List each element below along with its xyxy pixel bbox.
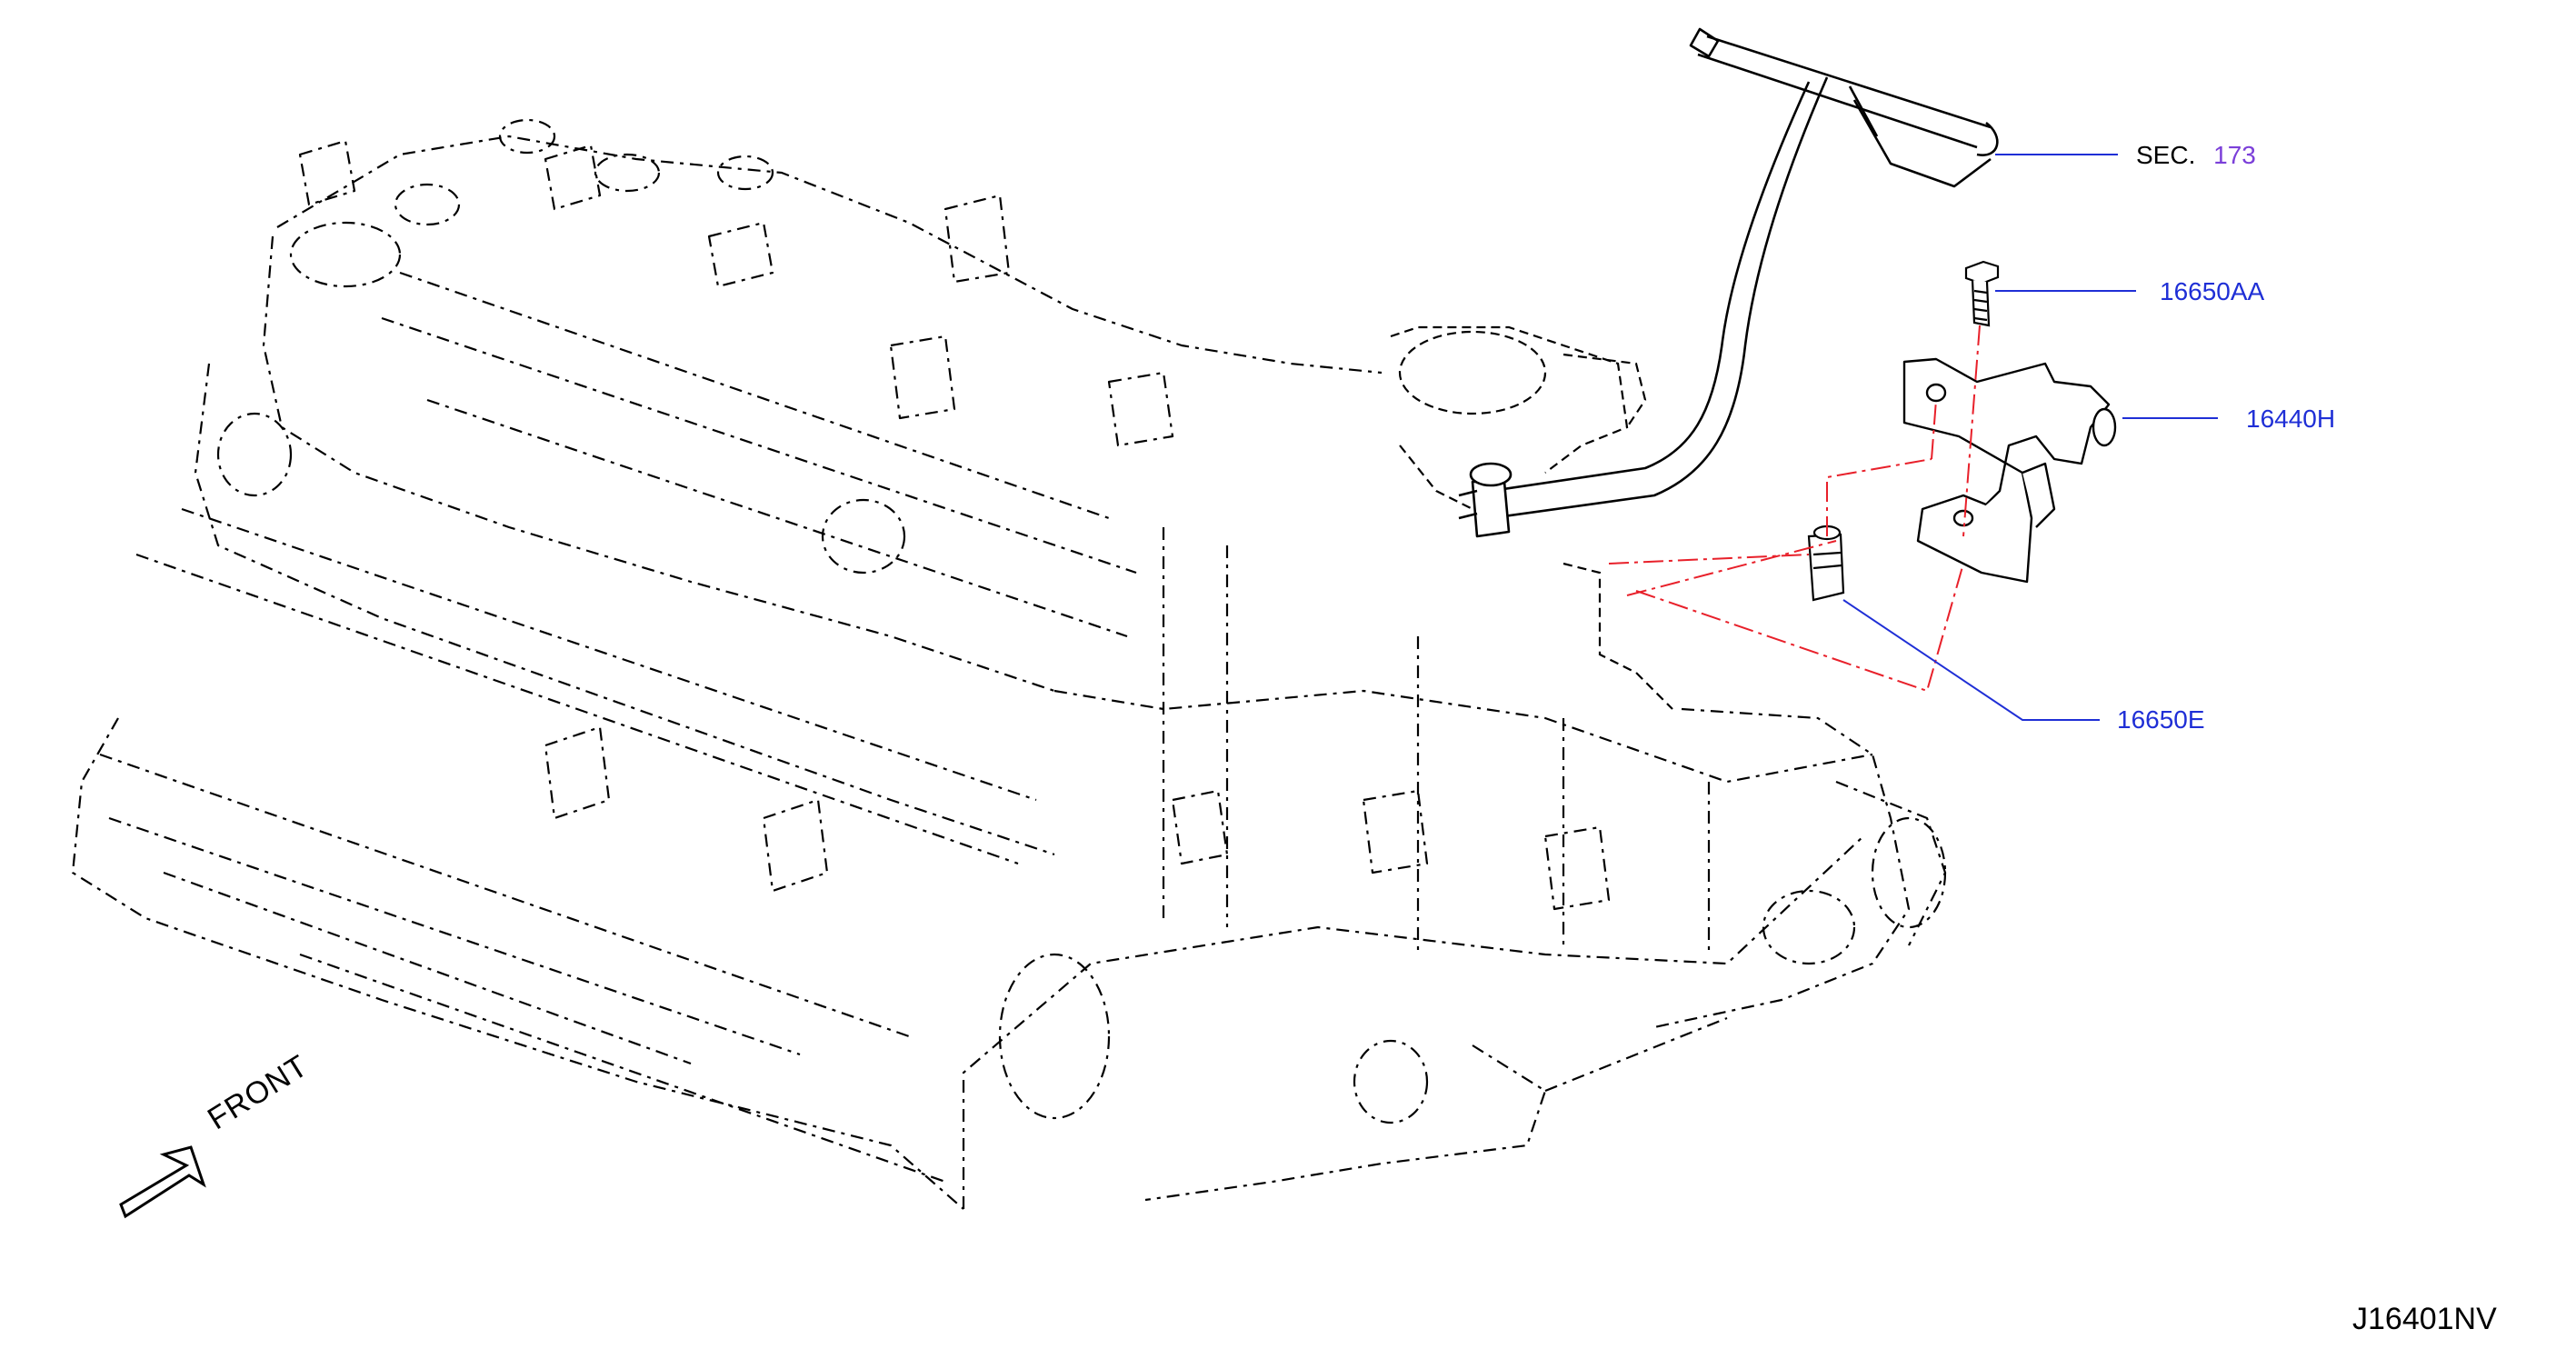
part-label-16440H[interactable]: 16440H xyxy=(2246,405,2336,433)
part-label-16650AA[interactable]: 16650AA xyxy=(2160,277,2265,305)
fuel-tube xyxy=(1458,27,1999,538)
diagram-code: J16401NV xyxy=(2352,1302,2497,1336)
assembly-chain-lines xyxy=(1608,325,1981,693)
part-label-16650E[interactable]: 16650E xyxy=(2117,705,2205,734)
section-number-link[interactable]: 173 xyxy=(2213,141,2256,169)
engine-drawing xyxy=(71,118,1947,1210)
section-reference[interactable]: SEC. 173 xyxy=(2136,143,2256,168)
section-prefix: SEC. xyxy=(2136,141,2196,169)
leader-lines xyxy=(1842,154,2218,721)
bracket-16440H xyxy=(1902,357,2117,584)
pump-housing xyxy=(1390,325,1673,710)
bolt-16650AA xyxy=(1964,260,2000,327)
front-arrow-icon xyxy=(119,1145,206,1219)
clip-16650E xyxy=(1807,525,1845,602)
